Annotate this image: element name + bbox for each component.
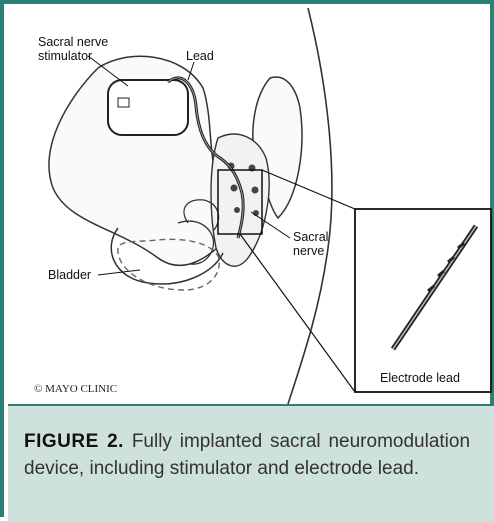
label-stimulator-line2: stimulator bbox=[38, 49, 92, 63]
label-lead: Lead bbox=[186, 49, 214, 63]
label-sacral-nerve-line2: nerve bbox=[293, 244, 324, 258]
label-stimulator-line1: Sacral nerve bbox=[38, 35, 108, 49]
sacrum bbox=[211, 134, 269, 266]
label-sacral-nerve-line1: Sacral bbox=[293, 230, 328, 244]
label-bladder: Bladder bbox=[48, 268, 91, 282]
label-electrode-lead: Electrode lead bbox=[380, 371, 460, 385]
figure-caption: FIGURE 2. Fully implanted sacral neuromo… bbox=[24, 428, 470, 482]
caption-box: FIGURE 2. Fully implanted sacral neuromo… bbox=[8, 404, 494, 521]
figure-label: FIGURE 2. bbox=[24, 431, 124, 452]
hip-outline bbox=[288, 8, 332, 404]
copyright-notice: © MAYO CLINIC bbox=[34, 383, 117, 395]
pelvis-illustration: Sacral nerve stimulator Lead Bladder Sac… bbox=[8, 8, 494, 404]
